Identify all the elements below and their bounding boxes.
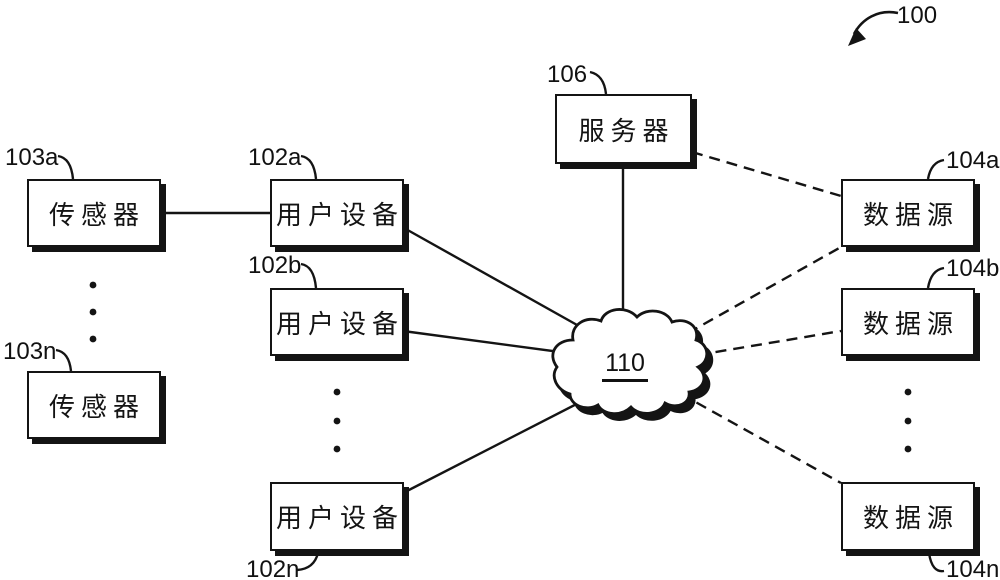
ref-103n: 103n — [3, 338, 57, 365]
connector-server-source-a-dashed — [691, 150, 842, 198]
box-source-n: 数据源 — [841, 482, 975, 551]
leader-102b — [300, 262, 318, 289]
box-sensor-a-label: 传感器 — [48, 200, 145, 230]
box-device-b: 用户设备 — [270, 288, 404, 356]
ellipsis-sensors — [89, 281, 97, 343]
box-source-b: 数据源 — [841, 288, 975, 356]
box-device-a: 用户设备 — [270, 179, 404, 247]
box-server-label: 服务器 — [578, 116, 675, 146]
leader-102n — [296, 552, 320, 572]
ref-110-text: 110 — [602, 349, 648, 382]
leader-104n — [927, 552, 945, 573]
leader-102a — [300, 154, 318, 180]
connector-device-n-cloud — [404, 390, 601, 494]
box-sensor-n-label: 传感器 — [48, 392, 145, 422]
ref-104n: 104n — [946, 556, 1000, 580]
box-sensor-a: 传感器 — [27, 179, 161, 247]
ref-106: 106 — [547, 61, 588, 88]
box-source-b-label: 数据源 — [862, 309, 959, 339]
ref-104b: 104b — [946, 255, 1000, 282]
ref-110: 110 — [598, 349, 652, 382]
cloud-shape — [551, 308, 709, 415]
box-device-n-label: 用户设备 — [276, 504, 405, 533]
ref-102a: 102a — [248, 144, 302, 171]
connector-cloud-source-n-dashed — [664, 383, 842, 485]
overall-ref-arrow — [848, 10, 899, 46]
box-device-n: 用户设备 — [270, 482, 404, 551]
box-device-a-label: 用户设备 — [276, 200, 405, 230]
ellipsis-sources — [904, 388, 912, 453]
box-source-n-label: 数据源 — [862, 504, 959, 533]
leader-104b — [926, 266, 945, 289]
box-server: 服务器 — [555, 94, 692, 164]
box-sensor-n: 传感器 — [27, 371, 161, 439]
box-source-a: 数据源 — [841, 179, 975, 247]
leader-103n — [55, 348, 73, 372]
ref-102n: 102n — [246, 556, 300, 580]
ref-103a: 103a — [5, 144, 59, 171]
connector-cloud-source-a-dashed — [671, 245, 842, 344]
ref-104a: 104a — [946, 147, 1000, 174]
ref-102b: 102b — [248, 252, 302, 279]
network-cloud — [551, 308, 714, 421]
ellipsis-devices — [333, 388, 341, 453]
leader-104a — [926, 158, 945, 180]
connector-device-a-cloud — [403, 226, 587, 332]
leader-103a — [57, 154, 75, 180]
box-source-a-label: 数据源 — [862, 200, 959, 230]
ref-100: 100 — [897, 2, 938, 29]
leader-106 — [589, 70, 608, 95]
box-device-b-label: 用户设备 — [276, 309, 405, 339]
